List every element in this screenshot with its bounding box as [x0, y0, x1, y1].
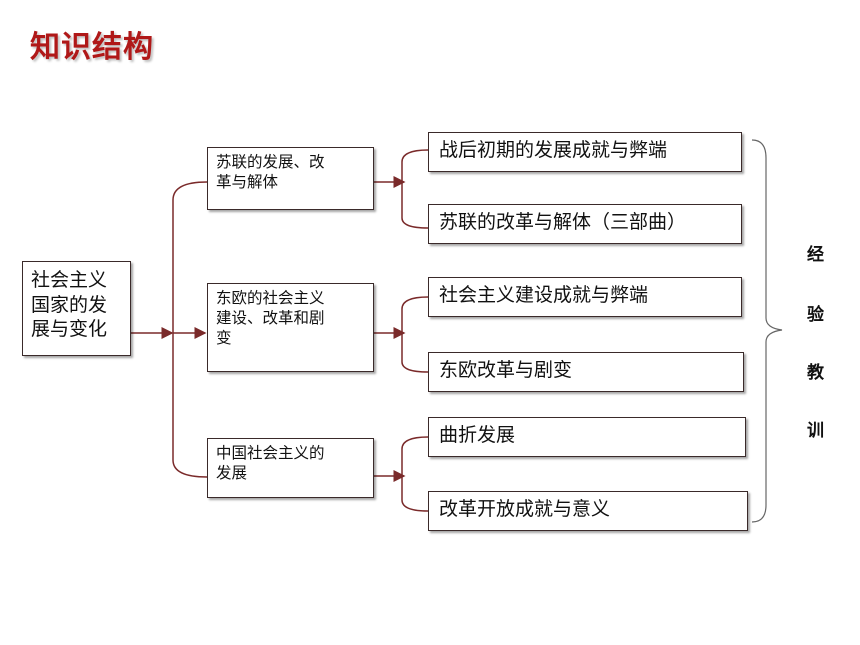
- branch-node-eastern-europe: 东欧的社会主义 建设、改革和剧 变: [207, 283, 374, 372]
- page-title: 知识结构: [30, 30, 154, 65]
- leaf-node: 社会主义建设成就与弊端: [428, 277, 742, 317]
- branch-node-ussr: 苏联的发展、改 革与解体: [207, 147, 374, 210]
- leaf-node: 苏联的改革与解体（三部曲）: [428, 204, 742, 244]
- leaf-node: 改革开放成就与意义: [428, 491, 748, 531]
- leaf-node: 东欧改革与剧变: [428, 352, 744, 392]
- summary-char: 教: [807, 363, 824, 383]
- root-node: 社会主义国家的发展与变化: [22, 261, 131, 356]
- summary-char: 训: [807, 421, 824, 441]
- leaf-node: 战后初期的发展成就与弊端: [428, 132, 742, 172]
- summary-char: 验: [807, 305, 824, 325]
- summary-char: 经: [807, 245, 824, 265]
- branch-node-china: 中国社会主义的 发展: [207, 438, 374, 498]
- leaf-node: 曲折发展: [428, 417, 746, 457]
